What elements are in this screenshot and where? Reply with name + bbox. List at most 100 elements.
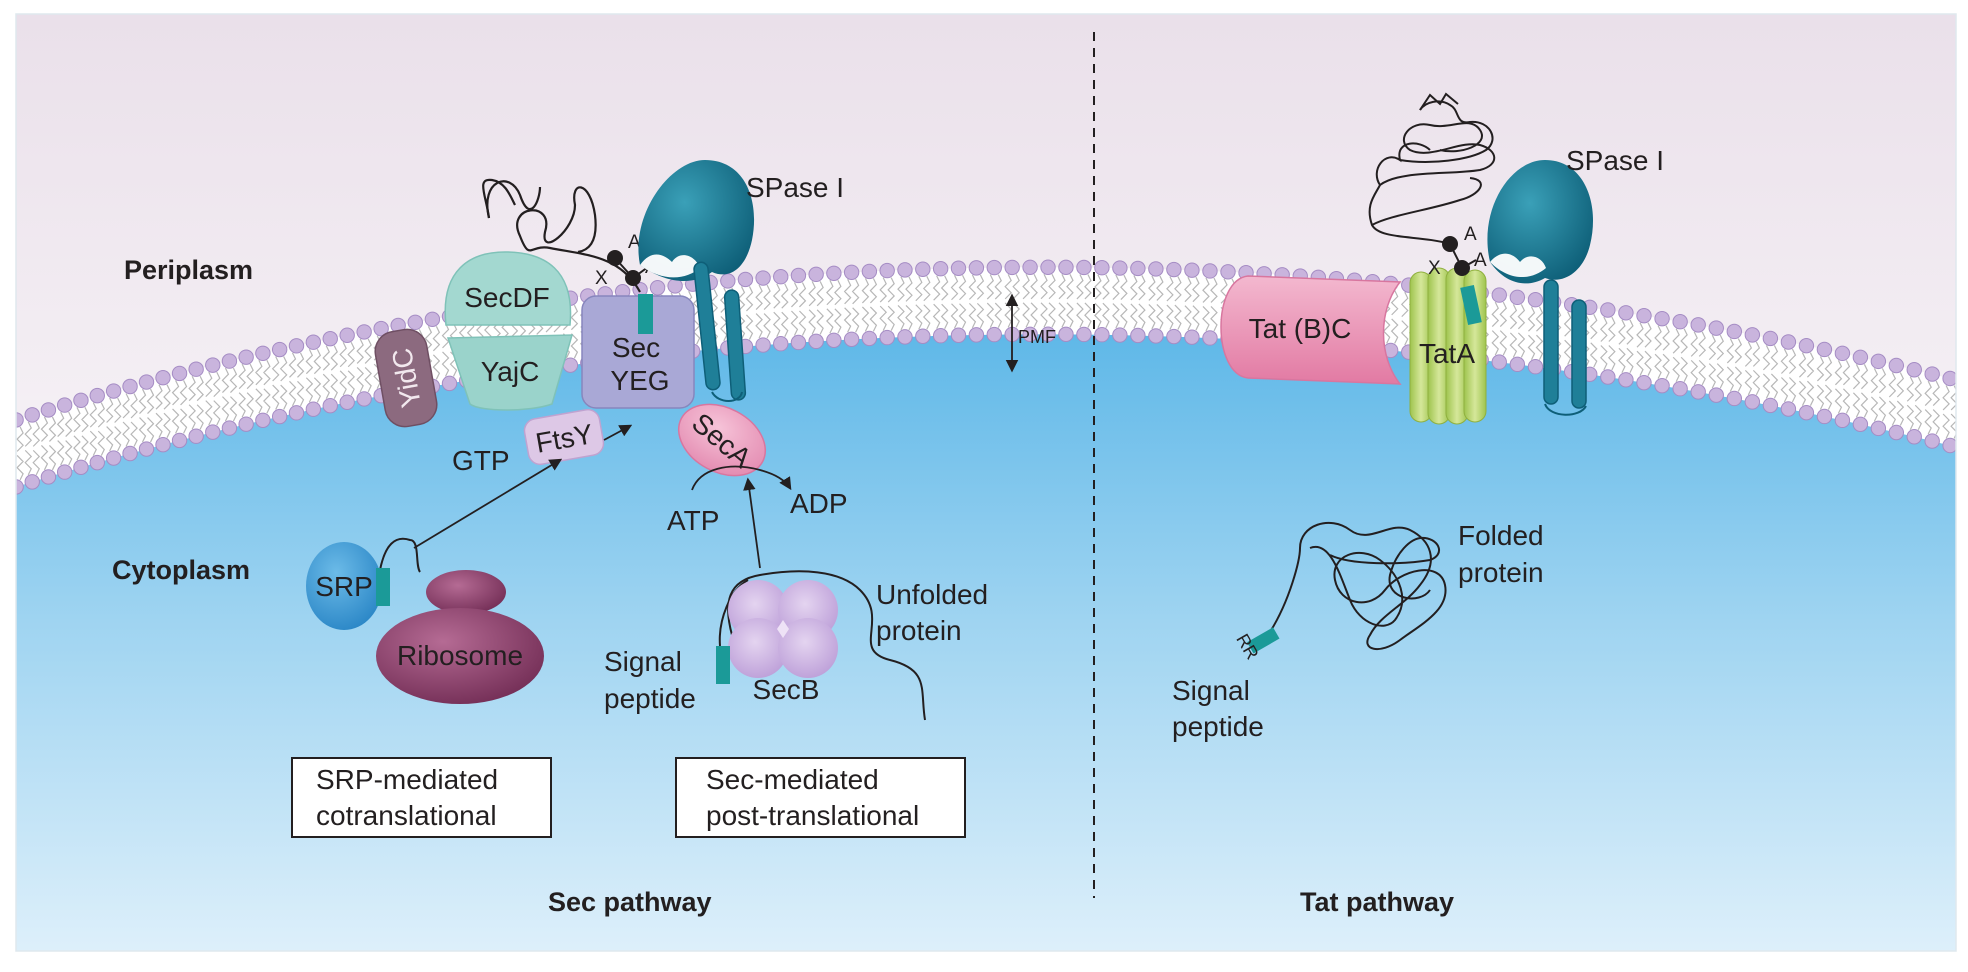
lipid-head xyxy=(1112,327,1128,343)
lipid-head xyxy=(73,459,89,476)
atp-adp-arrow xyxy=(691,465,792,491)
lipid-head xyxy=(1690,384,1706,400)
tat-motif-a1: A xyxy=(1464,224,1477,245)
tat-signal-peptide-cytoplasm xyxy=(1247,627,1280,654)
folded-protein-label-1: Folded xyxy=(1458,520,1544,551)
lipid-head xyxy=(271,408,288,425)
lipid-head xyxy=(1906,429,1922,445)
sec-pathway-label: Sec pathway xyxy=(548,887,712,917)
lipid-head xyxy=(932,328,949,344)
sec-motif-x: X xyxy=(595,268,608,289)
lipid-head xyxy=(1491,287,1507,303)
lipid-head xyxy=(1527,292,1544,308)
lipid-head xyxy=(122,378,138,395)
lipid-head xyxy=(1094,327,1110,343)
lipid-head xyxy=(737,271,754,288)
lipid-head xyxy=(1961,376,1968,390)
tat-spase-i xyxy=(1487,160,1593,416)
lipid-head xyxy=(1870,353,1887,370)
lipid-head xyxy=(407,314,423,331)
lipid-head xyxy=(255,412,271,428)
lipid-head xyxy=(89,454,105,471)
lipid-head xyxy=(1888,424,1905,441)
lipid-head xyxy=(1690,317,1706,333)
lipid-head xyxy=(950,260,967,276)
lipid-head xyxy=(1148,328,1164,344)
lipid-head xyxy=(1600,369,1616,385)
lipid-head xyxy=(986,326,1002,343)
lipid-head xyxy=(1618,372,1634,388)
lipid-head xyxy=(1220,264,1236,280)
lipid-head xyxy=(1509,356,1526,373)
lipid-head xyxy=(40,469,57,485)
lipid-head xyxy=(1942,370,1956,387)
secb-protein xyxy=(728,580,838,678)
yidc-protein: YidC xyxy=(374,328,438,428)
lipid-head xyxy=(339,394,355,410)
lipid-head xyxy=(1780,401,1797,417)
lipid-head xyxy=(790,334,807,351)
lipid-head xyxy=(1816,408,1833,425)
tata-label: TatA xyxy=(1419,338,1475,369)
lipid-head xyxy=(1094,260,1110,276)
lipid-head xyxy=(205,424,221,440)
lipid-head xyxy=(105,383,122,399)
secb-signal-peptide xyxy=(716,646,730,684)
lipid-head xyxy=(932,261,949,277)
srp-box-line-2: cotranslational xyxy=(316,800,497,831)
lipid-head xyxy=(897,329,913,345)
lipid-head xyxy=(808,333,824,350)
lipid-head xyxy=(1076,259,1092,276)
lipid-head xyxy=(356,324,372,340)
lipid-head xyxy=(1130,260,1146,277)
tatbc-protein: Tat (B)C xyxy=(1220,275,1402,385)
lipid-head xyxy=(667,278,683,294)
ftsy-protein: FtsY xyxy=(523,408,605,466)
lipid-head xyxy=(1130,327,1146,344)
lipid-head xyxy=(205,357,221,373)
tata-protein: TatA xyxy=(1409,267,1487,425)
lipid-head xyxy=(1636,307,1652,324)
lipid-head xyxy=(1726,390,1743,407)
sec-signal-peptide-label-2: peptide xyxy=(604,683,696,714)
lipid-head xyxy=(649,280,666,296)
secb-to-seca-arrow xyxy=(743,477,761,569)
lipid-head xyxy=(1076,326,1092,343)
figure-frame xyxy=(15,13,1957,952)
tata-signal-peptide xyxy=(1460,284,1482,326)
secb-label: SecB xyxy=(753,674,820,705)
lipid-head xyxy=(1058,326,1074,343)
tat-folded-protein-cytoplasm xyxy=(1269,521,1447,650)
periplasm-label: Periplasm xyxy=(124,255,253,285)
tat-spase-label: SPase I xyxy=(1566,145,1664,176)
lipid-head xyxy=(1654,377,1670,394)
lipid-head xyxy=(1166,261,1182,278)
unfolded-protein-label-2: protein xyxy=(876,615,962,646)
lipid-head xyxy=(288,405,305,421)
lipid-head xyxy=(0,418,7,432)
lipid-head xyxy=(221,420,238,436)
lipid-head xyxy=(288,338,305,354)
lipid-head xyxy=(773,269,789,285)
lipid-head xyxy=(1961,443,1968,457)
lipid-head xyxy=(843,264,860,280)
lipid-head xyxy=(1816,341,1833,358)
lipid-head xyxy=(1798,337,1815,354)
lipid-head xyxy=(305,401,322,417)
lipid-head xyxy=(188,428,204,444)
lipid-head xyxy=(155,369,171,386)
lipid-head xyxy=(171,365,188,382)
lipid-head xyxy=(1004,259,1020,276)
cytoplasm-region xyxy=(16,334,1956,951)
sec-spase-label: SPase I xyxy=(746,172,844,203)
sec-box-line-2: post-translational xyxy=(706,800,919,831)
lipid-head xyxy=(1040,326,1056,342)
adp-label: ADP xyxy=(790,488,848,519)
lipid-head xyxy=(322,330,338,347)
lipid-head xyxy=(1852,416,1869,433)
tatbc-label: Tat (B)C xyxy=(1249,313,1352,344)
lipid-head xyxy=(1148,261,1164,277)
lipid-head xyxy=(24,407,40,423)
ribosome-label: Ribosome xyxy=(397,640,523,671)
tat-signal-peptide-label-2: peptide xyxy=(1172,711,1264,742)
